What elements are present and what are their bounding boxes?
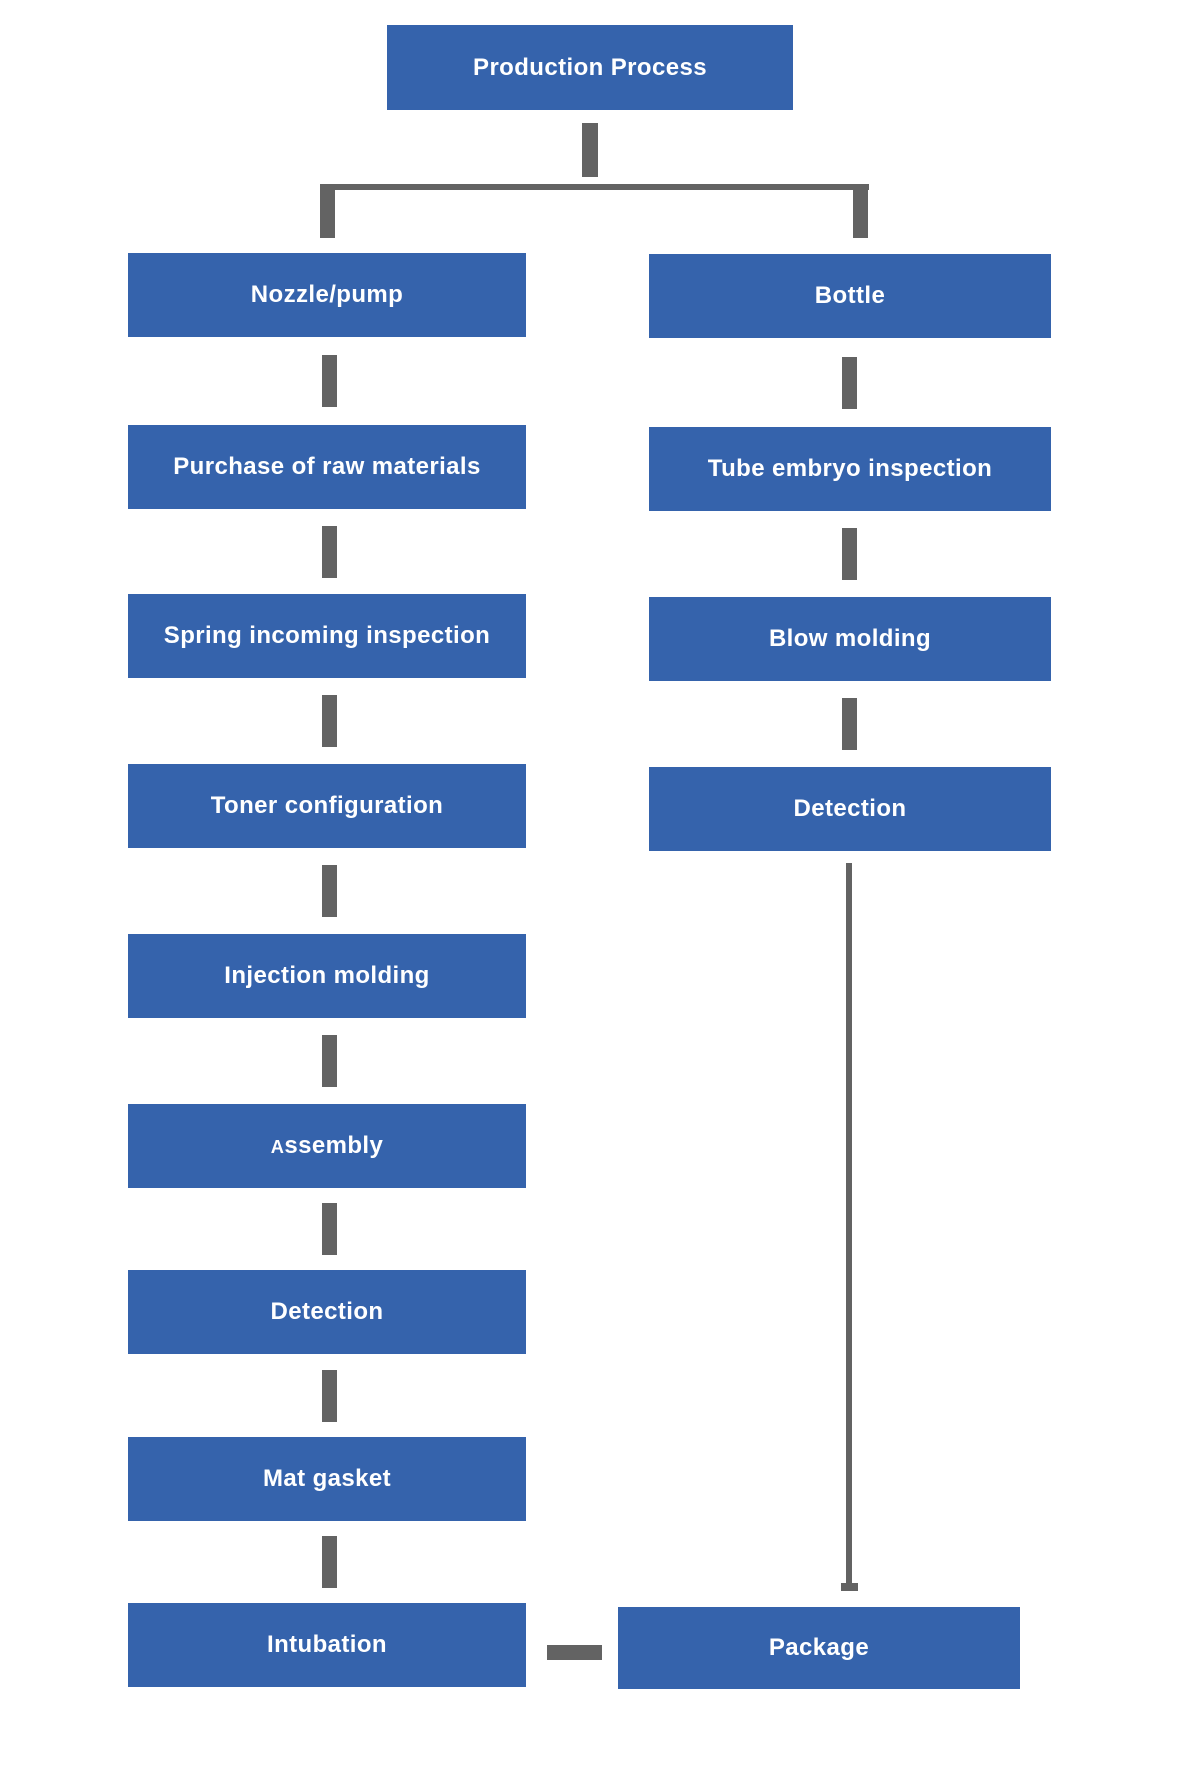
- connector-left-stub-2: [322, 526, 337, 578]
- node-label: Mat gasket: [262, 1465, 392, 1492]
- node-label: Spring incoming inspection: [163, 622, 491, 649]
- connector-title-stub: [582, 123, 598, 177]
- node-label: Intubation: [267, 1631, 387, 1658]
- node-label: Detection: [793, 795, 907, 822]
- node-detection-right: Detection: [649, 767, 1051, 851]
- node-label: Nozzle/pump: [250, 281, 404, 308]
- node-label: Tube embryo inspection: [707, 455, 993, 482]
- connector-right-stub-2: [842, 528, 857, 580]
- node-mat-gasket: Mat gasket: [128, 1437, 526, 1521]
- node-spring-incoming-inspection: Spring incoming inspection: [128, 594, 526, 678]
- connector-detection-to-package-line: [846, 863, 852, 1583]
- connector-left-stub-5: [322, 1035, 337, 1087]
- connector-left-stub-7: [322, 1370, 337, 1422]
- node-bottle: Bottle: [649, 254, 1051, 338]
- connector-left-stub-6: [322, 1203, 337, 1255]
- node-intubation: Intubation: [128, 1603, 526, 1687]
- node-label: Detection: [270, 1298, 384, 1325]
- connector-right-stub-1: [842, 357, 857, 409]
- node-package: Package: [618, 1607, 1020, 1689]
- node-production-process: Production Process: [387, 25, 793, 110]
- connector-branch-drop-right: [853, 184, 868, 238]
- node-label: Bottle: [814, 282, 886, 309]
- connector-left-stub-8: [322, 1536, 337, 1588]
- node-tube-embryo-inspection: Tube embryo inspection: [649, 427, 1051, 511]
- node-label: Toner configuration: [210, 792, 444, 819]
- node-blow-molding: Blow molding: [649, 597, 1051, 681]
- connector-branch-horizontal: [320, 184, 869, 190]
- connector-branch-drop-left: [320, 184, 335, 238]
- node-assembly: Assembly: [128, 1104, 526, 1188]
- node-toner-configuration: Toner configuration: [128, 764, 526, 848]
- node-label: Injection molding: [224, 962, 430, 989]
- node-purchase-of-raw-materials: Purchase of raw materials: [128, 425, 526, 509]
- node-detection-left: Detection: [128, 1270, 526, 1354]
- connector-intubation-to-package: [547, 1645, 602, 1660]
- node-label: Purchase of raw materials: [173, 453, 481, 480]
- connector-right-stub-3: [842, 698, 857, 750]
- connector-left-stub-3: [322, 695, 337, 747]
- connector-left-stub-1: [322, 355, 337, 407]
- node-label: Package: [768, 1634, 870, 1661]
- node-nozzle-pump: Nozzle/pump: [128, 253, 526, 337]
- node-label: Assembly: [270, 1132, 384, 1159]
- connector-left-stub-4: [322, 865, 337, 917]
- node-injection-molding: Injection molding: [128, 934, 526, 1018]
- node-label: Production Process: [473, 53, 707, 81]
- connector-detection-to-package-cap: [841, 1583, 858, 1591]
- node-label: Blow molding: [768, 625, 932, 652]
